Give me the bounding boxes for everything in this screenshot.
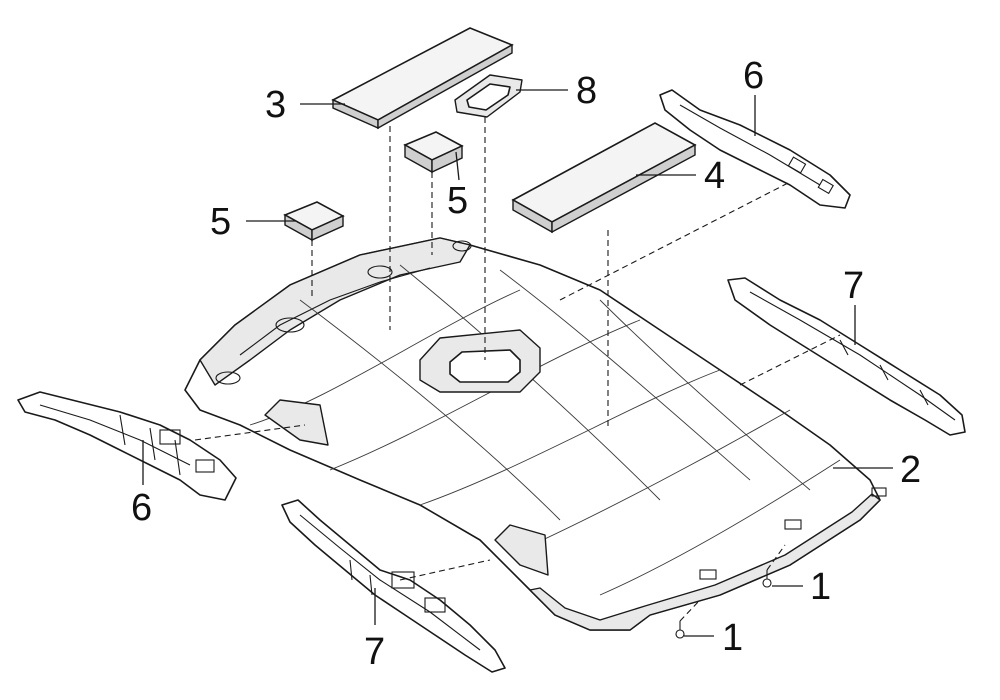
leader-lines [142, 89, 893, 637]
center-small-pad [403, 131, 464, 174]
callout-sunroof-seal: 8 [576, 70, 597, 112]
alignment-lines [194, 117, 841, 622]
callout-headliner: 2 [900, 449, 921, 491]
callout-clip-rear: 1 [810, 566, 831, 608]
callout-bracket-rear-left: 7 [364, 631, 385, 673]
callout-clip-front: 1 [722, 617, 743, 659]
clip-front [675, 621, 685, 639]
rear-long-pad [511, 122, 697, 234]
callout-pad-small-center: 5 [447, 180, 468, 222]
sunroof-seal-frame [454, 74, 523, 118]
front-long-pad [331, 27, 514, 130]
callout-pad-rear-long: 4 [704, 155, 725, 197]
bracket-rear-right [727, 277, 966, 436]
callout-bracket-front-left: 6 [131, 487, 152, 529]
bracket-rear-left [281, 499, 506, 673]
clip-rear [762, 570, 772, 588]
callout-bracket-front-right: 6 [743, 55, 764, 97]
callout-bracket-rear-right: 7 [843, 265, 864, 307]
headliner-panel [184, 237, 887, 631]
callout-pad-front-long: 3 [265, 84, 286, 126]
bracket-front-left [17, 391, 237, 501]
callout-pad-small-left: 5 [210, 201, 231, 243]
bracket-front-right [659, 89, 851, 209]
